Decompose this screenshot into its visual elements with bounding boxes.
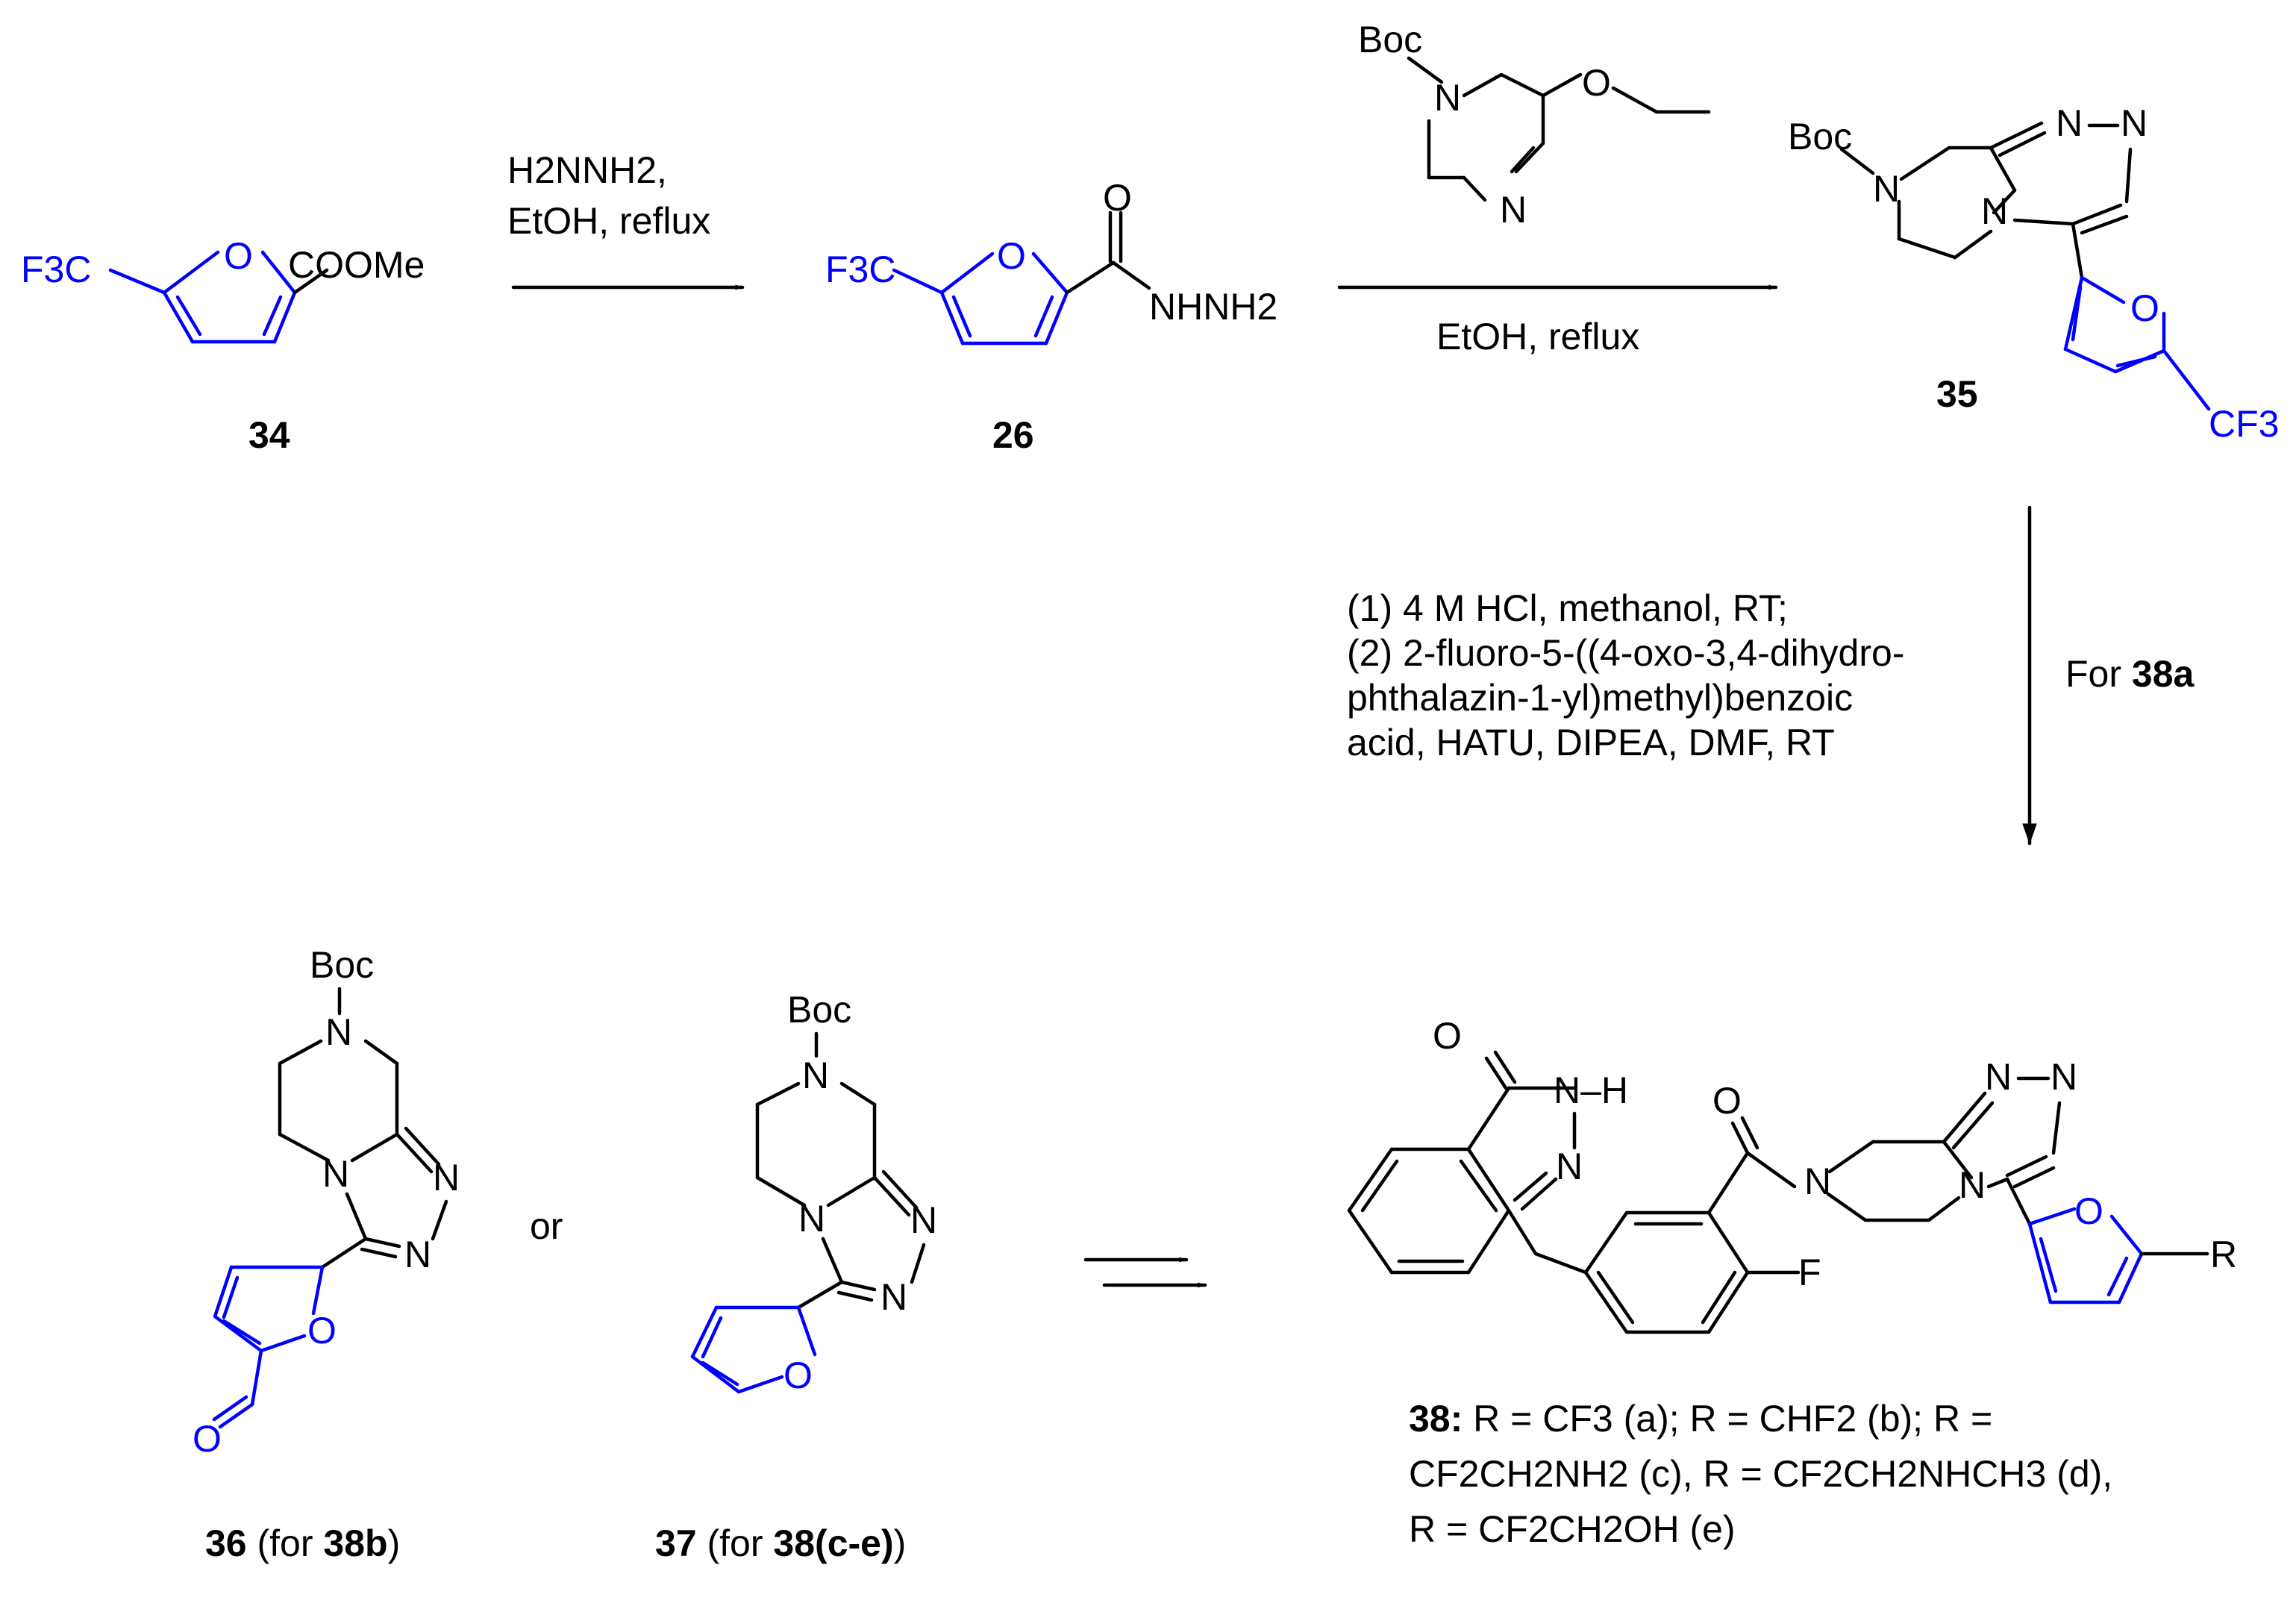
- step3-line4: acid, HATU, DIPEA, DMF, RT: [1347, 722, 1835, 763]
- piperazine-nitrogen-label: N: [802, 1054, 829, 1096]
- triazole-nitrogen-2: N: [2121, 102, 2148, 144]
- hydrazide-label: NHNH2: [1149, 286, 1277, 328]
- furan-ring: [212, 1265, 325, 1429]
- bridgehead-nitrogen-label: N: [322, 1153, 349, 1195]
- step3-line2: (2) 2-fluoro-5-((4-oxo-3,4-dihydro-: [1347, 632, 1904, 674]
- furan-oxygen-label: O: [997, 235, 1026, 277]
- triazole-nitrogen-1: N: [1985, 1056, 2012, 1098]
- step3-side-note: For 38a: [2065, 653, 2195, 695]
- variants-line2: CF2CH2NH2 (c), R = CF2CH2NHCH3 (d),: [1409, 1453, 2112, 1495]
- triazole-nitrogen-1: N: [2056, 102, 2083, 144]
- furan-oxygen-label: O: [783, 1354, 813, 1396]
- furan-ring: [2027, 1207, 2144, 1304]
- step2-conditions: EtOH, reflux: [1436, 316, 1639, 357]
- methyl-ester-label: COOMe: [288, 244, 425, 286]
- trifluoromethyl-label: CF3: [2209, 403, 2279, 445]
- or-connector: or: [530, 1205, 563, 1247]
- trifluoromethyl-label: F3C: [825, 249, 895, 290]
- step1-conditions: EtOH, reflux: [507, 200, 710, 242]
- boc-label: Boc: [1358, 19, 1422, 60]
- compound-26-structure: O F3C O NHNH2 26: [825, 177, 1277, 456]
- triazole-nitrogen-2: N: [880, 1276, 907, 1318]
- amide-nitrogen-label: N–H: [1554, 1069, 1628, 1111]
- step3-reagents: (1) 4 M HCl, methanol, RT; (2) 2-fluoro-…: [1347, 587, 2195, 763]
- piperazine-nitrogen-label: N: [325, 1011, 352, 1053]
- step3-line1: (1) 4 M HCl, methanol, RT;: [1347, 587, 1788, 629]
- compound-26-number: 26: [992, 414, 1034, 456]
- boc-label: Boc: [310, 944, 374, 986]
- hydrazine-label: H2NNH2,: [507, 149, 667, 191]
- variants-line3: R = CF2CH2OH (e): [1409, 1508, 1736, 1550]
- hydrazone-nitrogen-label: N: [1556, 1146, 1583, 1187]
- compound-36-structure: Boc N N N N O O 36 (fo: [193, 944, 460, 1564]
- triazole-nitrogen-1: N: [910, 1199, 937, 1241]
- bridgehead-nitrogen-label: N: [1981, 190, 2008, 232]
- furan-ring: [2063, 275, 2211, 411]
- compound-34-number: 34: [248, 414, 290, 456]
- piperazine-nitrogen-label: N: [1873, 168, 1900, 210]
- step3-line3: phthalazin-1-yl)methyl)benzoic: [1347, 677, 1853, 719]
- furan-oxygen-label: O: [307, 1310, 337, 1352]
- triazole-nitrogen-1: N: [433, 1157, 460, 1199]
- compound-38-structure: O N–H N F O N N N: [1347, 1015, 2237, 1550]
- trifluoromethyl-label: F3C: [21, 249, 91, 290]
- fluorine-label: F: [1798, 1252, 1821, 1293]
- furan-oxygen-label: O: [224, 235, 253, 277]
- carbonyl-oxygen-label: O: [1103, 177, 1132, 219]
- furan-ring: [162, 250, 297, 344]
- compound-37-structure: Boc N N N N O 37 (for 38(c-e)): [655, 989, 937, 1564]
- step2-reagent-structure: Boc N N O: [1358, 19, 1711, 231]
- compound-35-number: 35: [1936, 373, 1978, 415]
- furan-ring: [939, 251, 1069, 346]
- compound-34-structure: O F3C COOMe 34: [21, 235, 425, 456]
- variants-line1: 38: R = CF3 (a); R = CHF2 (b); R =: [1409, 1398, 1992, 1440]
- triazole-nitrogen-2: N: [404, 1234, 431, 1275]
- compound-36-caption: 36 (for 38b): [205, 1522, 400, 1564]
- ether-oxygen-label: O: [1582, 62, 1611, 104]
- boc-label: Boc: [787, 989, 851, 1031]
- imine-nitrogen-label: N: [1500, 189, 1527, 231]
- compound-37-caption: 37 (for 38(c-e)): [655, 1522, 906, 1564]
- carbonyl-oxygen-label: O: [1433, 1015, 1462, 1057]
- bridgehead-nitrogen-label: N: [1959, 1164, 1986, 1206]
- triazole-nitrogen-2: N: [2051, 1056, 2077, 1098]
- furan-oxygen-label: O: [2130, 287, 2159, 329]
- amide-oxygen-label: O: [1712, 1080, 1742, 1122]
- furan-ring: [690, 1305, 817, 1394]
- piperazine-nitrogen-label: N: [1804, 1160, 1831, 1202]
- step1-reagents: H2NNH2, EtOH, reflux: [507, 149, 710, 242]
- aldehyde-oxygen-label: O: [193, 1418, 222, 1460]
- bridgehead-nitrogen-label: N: [798, 1198, 825, 1240]
- nitrogen-label: N: [1434, 77, 1461, 119]
- compound-35-structure: Boc N N N N O CF3 35: [1788, 102, 2279, 445]
- furan-oxygen-label: O: [2074, 1190, 2103, 1232]
- r-group-label: R: [2210, 1234, 2237, 1275]
